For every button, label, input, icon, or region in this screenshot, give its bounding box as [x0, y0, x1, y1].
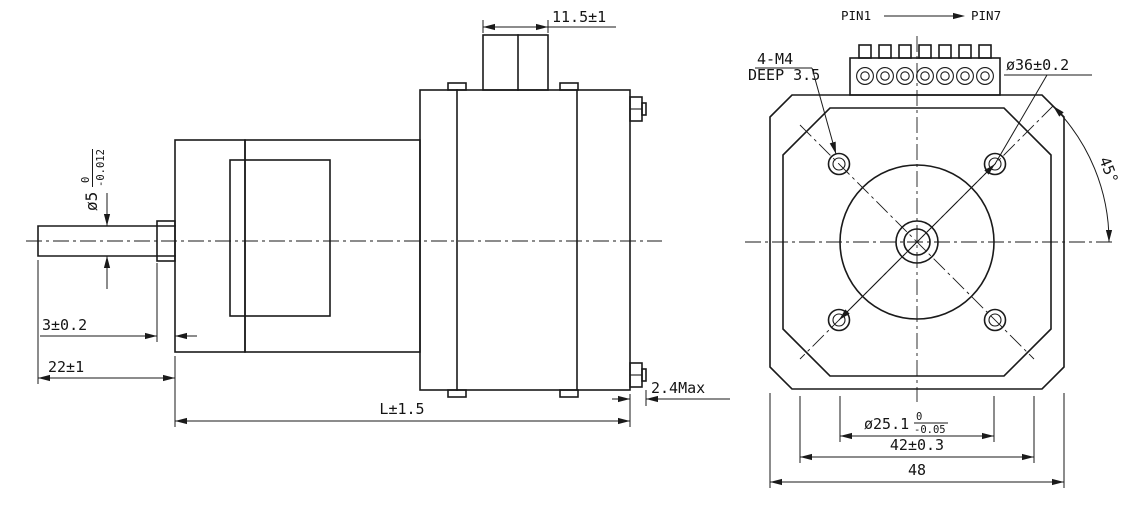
callout-mounting-holes: 4-M4 DEEP 3.5 — [748, 50, 839, 155]
dim-rear-protrusion: 2.4Max — [612, 379, 730, 406]
shaft-diameter-upper-tol: 0 — [80, 177, 92, 183]
dim-hole-spacing-label: 42±0.3 — [890, 436, 944, 454]
shaft-diameter-label: ø5 — [82, 192, 101, 211]
dim-rear-protrusion-label: 2.4Max — [651, 379, 705, 397]
dim-shoulder-length-label: 3±0.2 — [42, 316, 87, 334]
mounting-holes — [827, 152, 1007, 332]
shaft-diameter-lower-tol: -0.012 — [95, 149, 107, 187]
dim-hole-spacing: 42±0.3 — [799, 396, 1035, 463]
dim-body-length: L±1.5 — [175, 394, 631, 427]
dim-chamfer-angle: 45° — [1050, 103, 1122, 243]
dim-pilot-diameter: ø25.1 0 -0.05 — [839, 396, 995, 442]
connector-front — [849, 44, 1001, 96]
connector-side — [482, 34, 549, 91]
dim-body-width: 48 — [769, 393, 1065, 488]
dim-shaft-diameter: ø5 0 -0.012 — [80, 149, 111, 289]
face-outline — [769, 94, 1065, 390]
dim-bolt-circle-label: ø36±0.2 — [1006, 56, 1069, 74]
rear-screws — [629, 96, 647, 388]
dim-bolt-circle: ø36±0.2 — [836, 56, 1092, 323]
dim-connector-width: 11.5±1 — [482, 8, 616, 33]
pilot-upper-tol: 0 — [916, 411, 922, 423]
dim-body-width-label: 48 — [908, 461, 926, 479]
pilot-lower-tol: -0.05 — [914, 424, 946, 436]
dim-pilot-diameter-label: ø25.1 — [864, 415, 909, 433]
gearbox-housing — [174, 139, 421, 353]
dim-connector-width-label: 11.5±1 — [552, 8, 606, 26]
motor-body — [419, 82, 631, 398]
dim-shoulder-length: 3±0.2 — [40, 263, 197, 342]
dim-body-length-label: L±1.5 — [379, 400, 424, 418]
side-view: 11.5±1 ø5 0 -0.012 3±0.2 — [26, 8, 730, 427]
pin-order-callout: PIN1 PIN7 — [841, 8, 1001, 23]
mounting-hole-callout-line1: 4-M4 — [757, 50, 793, 68]
dim-shaft-length: 22±1 — [37, 260, 176, 427]
mounting-hole-callout-line2: DEEP 3.5 — [748, 66, 820, 84]
pin7-label: PIN7 — [971, 8, 1001, 23]
front-view: PIN1 PIN7 ø36±0.2 4-M4 DEEP 3.5 — [745, 8, 1122, 488]
pin1-label: PIN1 — [841, 8, 871, 23]
dim-shaft-length-label: 22±1 — [48, 358, 84, 376]
pilot-and-shaft-circles — [839, 164, 995, 320]
